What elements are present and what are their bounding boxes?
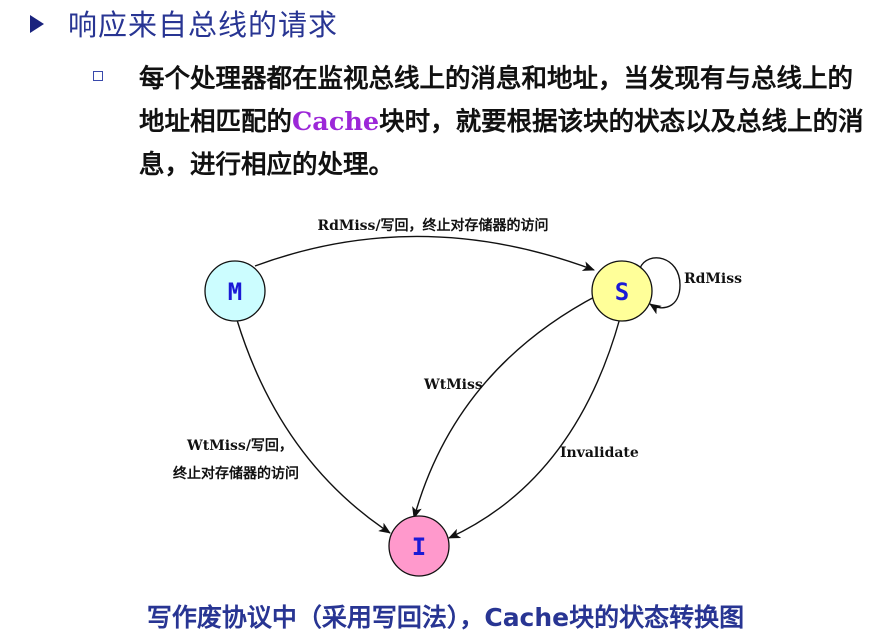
label-m-to-s: RdMiss/写回，终止对存储器的访问 — [317, 217, 548, 234]
paragraph: 每个处理器都在监视总线上的消息和地址，当发现有与总线上的地址相匹配的Cache块… — [93, 58, 883, 187]
edge-s-to-i-wtmiss — [412, 294, 599, 519]
label-s-to-i-wtmiss: WtMiss — [423, 377, 483, 393]
paragraph-text: 每个处理器都在监视总线上的消息和地址，当发现有与总线上的地址相匹配的Cache块… — [139, 58, 869, 187]
edge-m-to-s — [254, 235, 595, 271]
node-i-label: I — [412, 533, 426, 561]
edge-s-self-loop — [639, 257, 681, 315]
node-m — [204, 260, 266, 322]
paragraph-highlight: Cache — [292, 107, 380, 137]
node-s — [591, 260, 653, 322]
node-m-label: M — [228, 278, 242, 306]
label-s-self: RdMiss — [684, 271, 742, 287]
label-m-to-i-line2: 终止对存储器的访问 — [173, 465, 299, 482]
paragraph-before: 每个处理器都在监视总线上的消息和地址，当发现有与总线上的地址相匹配的 — [139, 64, 854, 137]
node-i — [388, 515, 450, 577]
edge-s-to-i-invalidate — [448, 317, 621, 539]
heading-text: 响应来自总线的请求 — [68, 8, 339, 42]
arrow-bullet-icon — [30, 15, 44, 33]
paragraph-after: 块时，就要根据该块的状态以及总线上的消息，进行相应的处理。 — [139, 107, 864, 180]
label-s-to-i-invalidate: Invalidate — [560, 445, 639, 461]
node-s-label: S — [615, 278, 629, 306]
label-m-to-i-line1: WtMiss/写回， — [186, 438, 293, 454]
square-bullet-icon — [93, 71, 103, 81]
figure-caption: 写作废协议中（采用写回法），Cache块的状态转换图 — [146, 603, 745, 632]
heading: 响应来自总线的请求 — [30, 2, 338, 44]
edge-m-to-i — [236, 319, 391, 534]
